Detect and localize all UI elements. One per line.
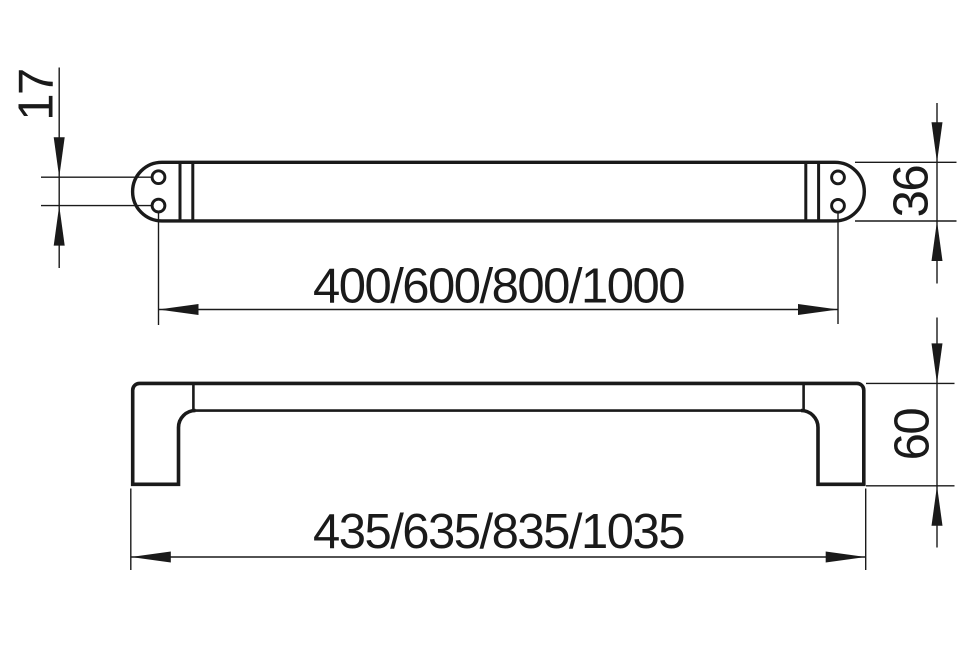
dimension-label-36: 36 (885, 166, 939, 218)
arrowhead-down-icon (53, 137, 65, 178)
front-view (130, 381, 866, 487)
arrowhead-right-icon (798, 304, 838, 315)
dimension-hole-spacing-17: 17 (10, 67, 153, 268)
dimension-label-overall-width: 435/635/835/1035 (313, 505, 684, 559)
arrowhead-left-icon (158, 304, 199, 315)
dimension-bar-width-36: 36 (855, 103, 957, 284)
mounting-hole-left-upper (150, 169, 167, 186)
dimension-label-hole-pitch: 400/600/800/1000 (313, 260, 684, 314)
mounting-hole-left-lower (150, 197, 167, 214)
mounting-hole-right-lower (830, 197, 846, 214)
mounting-hole-right-upper (830, 169, 846, 186)
arrowhead-left-icon (130, 551, 171, 563)
dimension-label-17: 17 (10, 69, 64, 121)
top-view (130, 160, 867, 223)
dimension-overall-height-60: 60 (866, 317, 955, 548)
dimension-label-60: 60 (886, 409, 940, 461)
arrowhead-up-icon (931, 485, 943, 526)
handle-outline (130, 381, 866, 487)
arrowhead-down-icon (931, 122, 943, 163)
dimension-hole-pitch: 400/600/800/1000 (157, 212, 839, 325)
arrowhead-up-icon (53, 205, 65, 246)
dimension-overall-width: 435/635/835/1035 (130, 488, 867, 570)
arrowhead-right-icon (825, 551, 866, 563)
bar-outline (130, 160, 867, 223)
arrowhead-up-icon (931, 221, 943, 261)
arrowhead-down-icon (931, 343, 943, 384)
